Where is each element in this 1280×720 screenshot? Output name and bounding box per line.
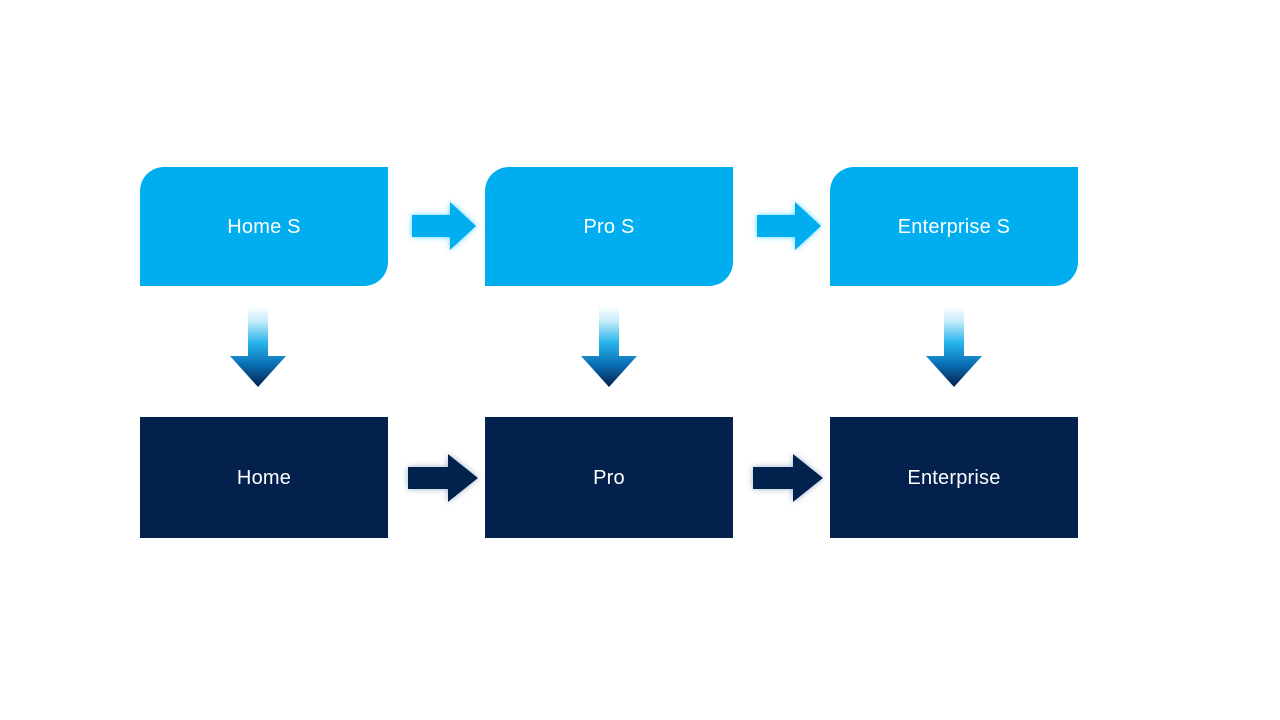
node-label-home-s: Home S: [227, 215, 301, 238]
arrow-down-icon: [581, 306, 637, 387]
node-enterprise[interactable]: Enterprise: [830, 417, 1078, 538]
node-label-pro-s: Pro S: [583, 215, 635, 238]
node-label-enterprise-s: Enterprise S: [897, 215, 1011, 238]
node-pro-s[interactable]: Pro S: [485, 167, 733, 286]
node-home-s[interactable]: Home S: [140, 167, 388, 286]
node-home[interactable]: Home: [140, 417, 388, 538]
arrow-pro-to-enterprise: [749, 447, 829, 509]
arrow-down-icon: [926, 306, 982, 387]
arrow-pro-s-to-pro: [575, 306, 643, 390]
arrow-home-s-to-home: [224, 306, 292, 390]
arrow-home-to-pro: [404, 447, 484, 509]
node-label-pro: Pro: [593, 466, 625, 489]
arrow-right-icon: [757, 202, 821, 250]
arrow-pro-s-to-enterprise-s: [753, 196, 825, 256]
arrow-enterprise-s-to-enterprise: [920, 306, 988, 390]
node-label-home: Home: [236, 466, 292, 489]
arrow-down-icon: [230, 306, 286, 387]
node-pro[interactable]: Pro: [485, 417, 733, 538]
arrow-home-s-to-pro-s: [408, 196, 480, 256]
node-enterprise-s[interactable]: Enterprise S: [830, 167, 1078, 286]
arrow-right-icon: [408, 454, 478, 502]
arrow-right-icon: [412, 202, 476, 250]
node-label-enterprise: Enterprise: [907, 466, 1001, 489]
arrow-right-icon: [753, 454, 823, 502]
